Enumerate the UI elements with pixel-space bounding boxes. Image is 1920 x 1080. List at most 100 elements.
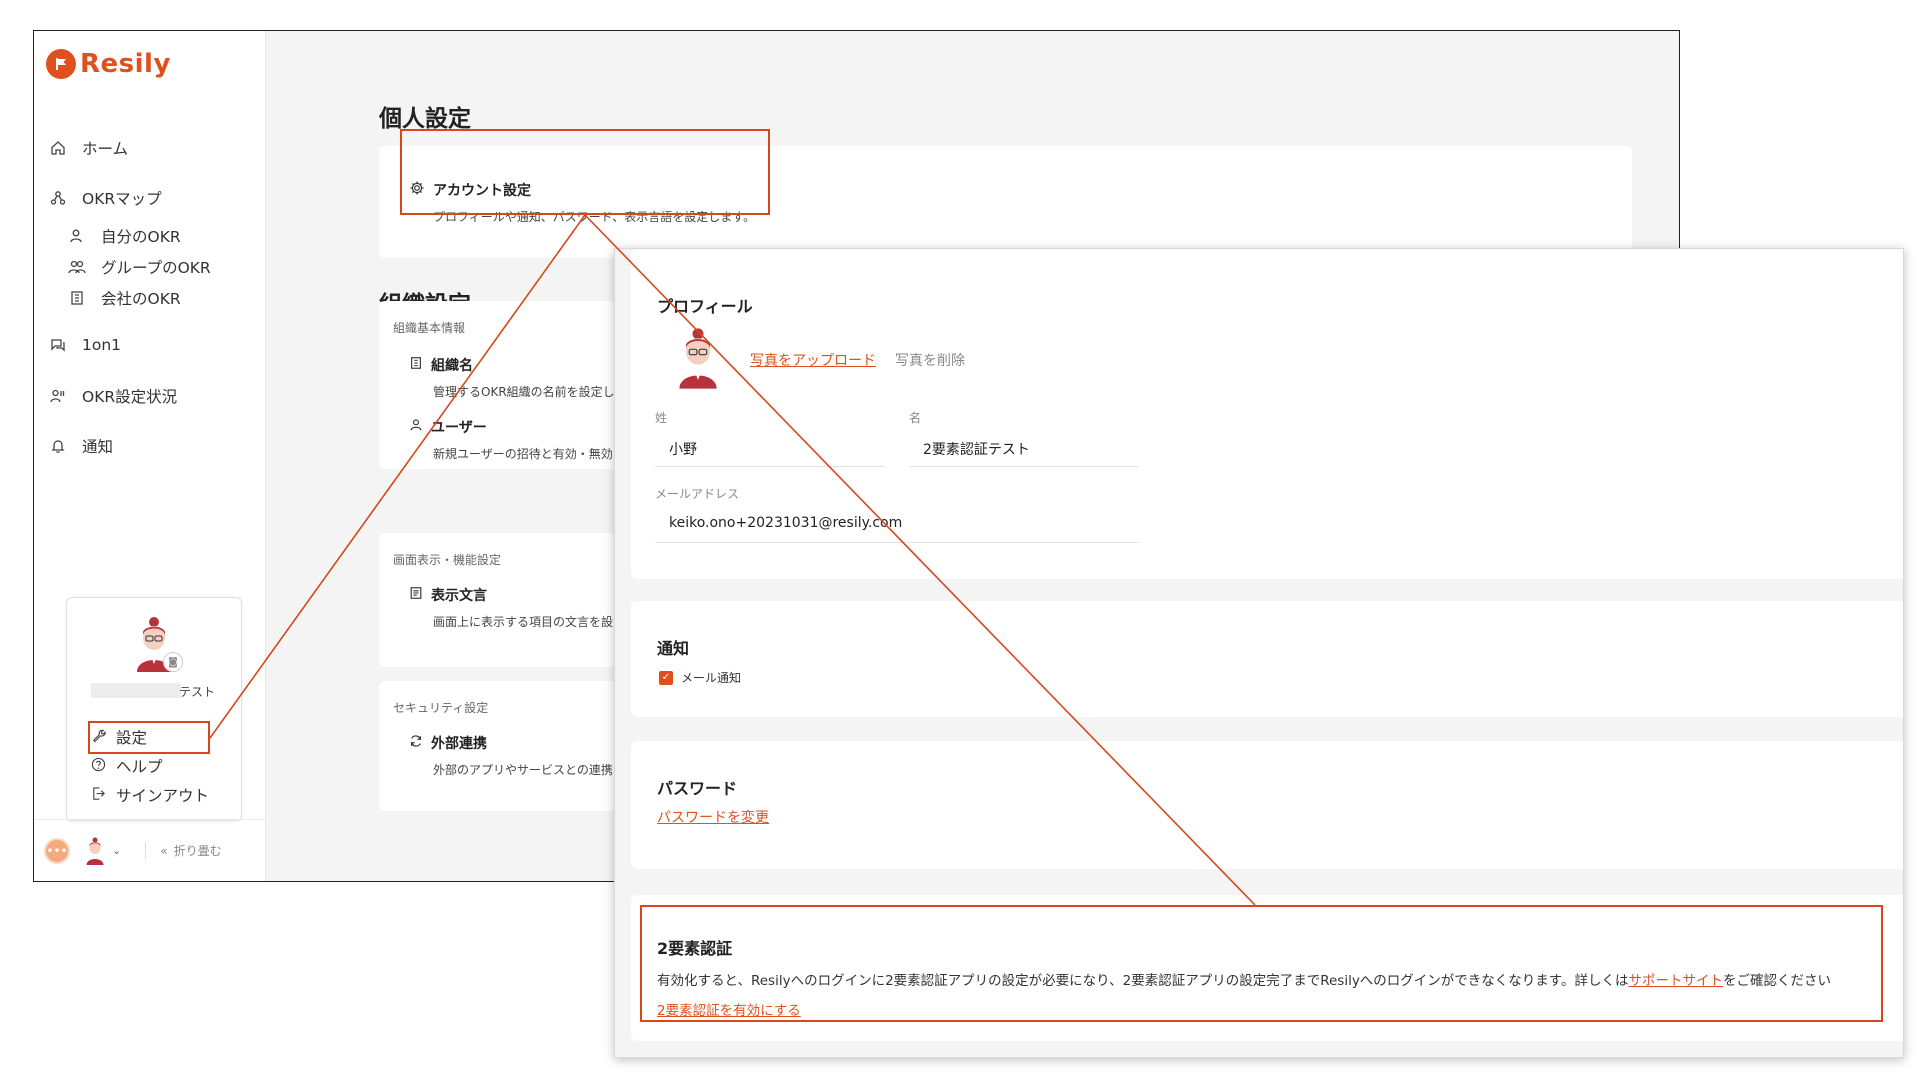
building-icon: [67, 288, 87, 308]
profile-card: プロフィール 写真をアップロード 写真を削除 姓 小野 名 2要素認証テスト メ…: [631, 249, 1903, 579]
user-icon: [409, 418, 423, 436]
external-integration-item[interactable]: 外部連携 外部のアプリやサービスとの連携: [409, 733, 613, 778]
setting-title: ユーザー: [431, 420, 487, 436]
collapse-label: 折り畳む: [173, 844, 222, 858]
setting-desc: 管理するOKR組織の名前を設定し: [433, 385, 615, 399]
first-name-label: 名: [909, 411, 922, 425]
setting-title: 外部連携: [431, 736, 487, 752]
sidebar-item-group-okr[interactable]: グループのOKR: [67, 256, 211, 278]
sidebar-item-okr-map[interactable]: OKRマップ: [48, 187, 162, 209]
sidebar-item-company-okr[interactable]: 会社のOKR: [67, 287, 181, 309]
building-icon: [409, 356, 423, 374]
sidebar-item-label: OKR設定状況: [82, 388, 178, 406]
user-name: テスト: [179, 685, 216, 699]
flag-logo-icon: [46, 49, 76, 79]
avatar[interactable]: [133, 616, 175, 672]
double-chevron-left-icon: «: [160, 843, 168, 858]
sync-icon: [409, 734, 423, 752]
help-icon: [91, 757, 106, 776]
menu-item-label: サインアウト: [116, 787, 210, 805]
section-label: 画面表示・機能設定: [393, 553, 502, 567]
setting-title: 組織名: [431, 358, 473, 374]
support-chat-icon[interactable]: •••: [44, 837, 70, 864]
two-factor-highlight: [640, 905, 1883, 1022]
sidebar-item-my-okr[interactable]: 自分のOKR: [67, 225, 181, 247]
profile-avatar: [675, 325, 721, 391]
section-label: 組織基本情報: [393, 321, 466, 335]
profile-title: プロフィール: [657, 297, 753, 316]
two-factor-title: 2要素認証: [657, 939, 733, 958]
bell-icon: [48, 436, 68, 456]
email-notification-checkbox[interactable]: ✓ メール通知: [659, 669, 741, 686]
sidebar-item-1on1[interactable]: 1on1: [48, 335, 121, 355]
sidebar-item-label: 自分のOKR: [101, 228, 181, 246]
menu-item-label: 設定: [116, 729, 148, 747]
sidebar-item-label: 1on1: [82, 336, 122, 354]
user-icon: [67, 226, 87, 246]
setting-desc: 外部のアプリやサービスとの連携: [433, 763, 613, 777]
first-name-field[interactable]: 2要素認証テスト: [909, 431, 1139, 467]
users-item[interactable]: ユーザー 新規ユーザーの招待と有効・無効: [409, 417, 613, 462]
menu-item-label: ヘルプ: [116, 758, 163, 776]
avatar: [86, 837, 104, 865]
sidebar-footer: ••• ⌄ « 折り畳む: [34, 819, 265, 881]
group-icon: [67, 257, 87, 277]
two-factor-description: 有効化すると、Resilyへのログインに2要素認証アプリの設定が必要になり、2要…: [657, 969, 1831, 989]
two-factor-desc-suffix: をご確認ください: [1722, 973, 1831, 989]
delete-photo-link[interactable]: 写真を削除: [895, 353, 965, 369]
email-notification-label: メール通知: [681, 671, 742, 685]
account-settings-title: アカウント設定: [433, 183, 531, 199]
enable-two-factor-link[interactable]: 2要素認証を有効にする: [657, 1003, 801, 1019]
setting-title: 表示文言: [431, 588, 487, 604]
wrench-icon: [91, 728, 106, 747]
account-switcher[interactable]: ⌄: [84, 837, 121, 865]
change-password-link[interactable]: パスワードを変更: [657, 810, 769, 826]
brand-name: Resily: [80, 49, 171, 79]
camera-icon[interactable]: ◙: [163, 652, 183, 672]
document-icon: [409, 586, 423, 604]
personal-settings-title: 個人設定: [379, 106, 471, 132]
setting-desc: 画面上に表示する項目の文言を設: [433, 615, 614, 629]
sidebar-item-label: 通知: [82, 438, 114, 456]
support-site-link[interactable]: サポートサイト: [1628, 973, 1723, 989]
settings-menu-highlight: [88, 721, 210, 754]
sidebar-item-label: OKRマップ: [82, 190, 162, 208]
email-field[interactable]: keiko.ono+20231031@resily.com: [655, 507, 1139, 543]
setting-desc: 新規ユーザーの招待と有効・無効: [433, 447, 613, 461]
upload-photo-link[interactable]: 写真をアップロード: [750, 353, 876, 369]
display-text-item[interactable]: 表示文言 画面上に表示する項目の文言を設: [409, 585, 613, 630]
sidebar-item-label: グループのOKR: [101, 259, 211, 277]
checkbox-checked-icon: ✓: [659, 670, 673, 685]
okr-map-icon: [48, 188, 68, 208]
account-settings-highlight: [400, 129, 770, 215]
help-menu-item[interactable]: ヘルプ: [91, 755, 163, 777]
users-status-icon: [48, 386, 68, 406]
sidebar-item-label: 会社のOKR: [101, 290, 181, 308]
sidebar-item-home[interactable]: ホーム: [48, 137, 128, 159]
user-menu: ◙ テスト 設定 ヘルプ サインアウト: [66, 597, 242, 821]
two-factor-card: 2要素認証 有効化すると、Resilyへのログインに2要素認証アプリの設定が必要…: [631, 895, 1903, 1041]
chat-icon: [48, 335, 68, 355]
settings-menu-item[interactable]: 設定: [91, 726, 147, 748]
collapse-sidebar-button[interactable]: « 折り畳む: [145, 842, 222, 859]
chevron-down-icon: ⌄: [112, 844, 122, 857]
user-name-redacted: [91, 683, 181, 698]
section-label: セキュリティ設定: [393, 701, 489, 715]
password-card: パスワード パスワードを変更: [631, 741, 1903, 869]
sign-out-icon: [91, 786, 106, 805]
notification-title: 通知: [657, 639, 690, 658]
org-name-item[interactable]: 組織名 管理するOKR組織の名前を設定し: [409, 355, 615, 400]
sign-out-menu-item[interactable]: サインアウト: [91, 784, 209, 806]
logo[interactable]: Resily: [46, 49, 171, 79]
sidebar-item-okr-status[interactable]: OKR設定状況: [48, 385, 177, 407]
password-title: パスワード: [657, 779, 738, 798]
sidebar-item-label: ホーム: [82, 140, 129, 158]
two-factor-desc-text: 有効化すると、Resilyへのログインに2要素認証アプリの設定が必要になり、2要…: [657, 973, 1629, 989]
sidebar-item-notifications[interactable]: 通知: [48, 435, 113, 457]
last-name-field[interactable]: 小野: [655, 431, 885, 467]
gear-icon: [409, 180, 425, 200]
last-name-label: 姓: [655, 411, 668, 425]
email-label: メールアドレス: [655, 487, 740, 501]
notification-card: 通知 ✓ メール通知: [631, 601, 1903, 717]
home-icon: [48, 138, 68, 158]
